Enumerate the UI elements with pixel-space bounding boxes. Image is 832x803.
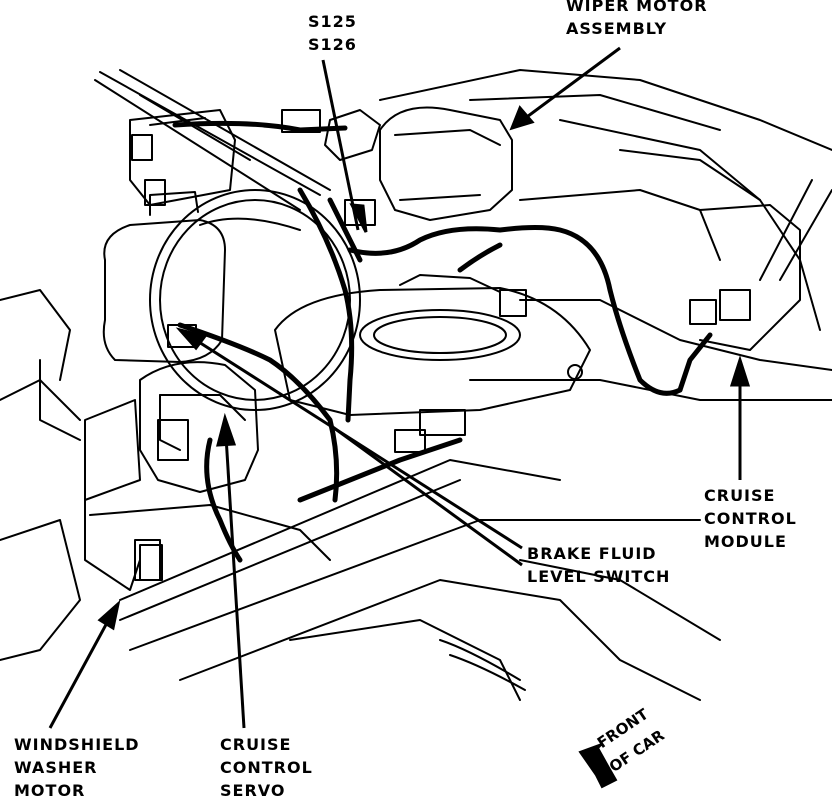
wiper-motor-assembly [324,106,513,221]
label-cruise-module-line-3: MODULE [704,532,787,551]
leader-splices [321,59,360,231]
arrowhead-splices [349,203,368,233]
label-washer-motor: WINDSHIELD WASHER MOTOR [14,733,140,802]
label-washer-line-1: WINDSHIELD [14,735,140,754]
label-wiper-motor: WIPER MOTOR ASSEMBLY [566,0,708,40]
label-splices-line-1: S125 [308,12,357,31]
arrowhead-washer [97,599,121,631]
label-brake-line-2: LEVEL SWITCH [527,567,671,586]
frame-rail [0,289,721,701]
label-splices: S125 S126 [308,10,357,56]
leader-washer [48,607,117,729]
label-brake-switch: BRAKE FLUID LEVEL SWITCH [527,542,670,588]
label-cruise-servo: CRUISE CONTROL SERVO [220,733,313,802]
label-cruise-module-line-1: CRUISE [704,486,776,505]
arrowhead-servo [216,412,237,447]
cowl-rails [94,69,832,211]
leader-wiper [511,46,621,130]
arrowhead-cruise-module [729,355,751,387]
label-splices-line-2: S126 [308,35,357,54]
leader-brake-2 [329,423,523,567]
wiring-harness [172,120,713,563]
label-brake-line-1: BRAKE FLUID [527,544,657,563]
label-wiper-line-1: WIPER MOTOR [566,0,708,15]
washer-motor-block [84,399,331,591]
label-cruise-module-line-2: CONTROL [704,509,797,528]
arrowhead-wiper [509,105,535,131]
leader-lines [48,46,751,729]
arrowhead-brake [175,327,208,351]
fender-right [469,119,832,401]
label-servo-line-1: CRUISE [220,735,292,754]
label-washer-line-2: WASHER [14,758,98,777]
label-washer-line-3: MOTOR [14,781,86,800]
front-of-car-arrow [578,743,618,789]
leader-servo [223,419,246,729]
label-servo-line-2: CONTROL [220,758,313,777]
label-cruise-module: CRUISE CONTROL MODULE [704,484,797,553]
label-wiper-line-2: ASSEMBLY [566,19,668,38]
strut-tower [274,274,591,416]
front-of-car-label: FRONT OF CAR [594,705,676,782]
label-servo-line-3: SERVO [220,781,286,800]
master-cylinder [129,109,236,206]
